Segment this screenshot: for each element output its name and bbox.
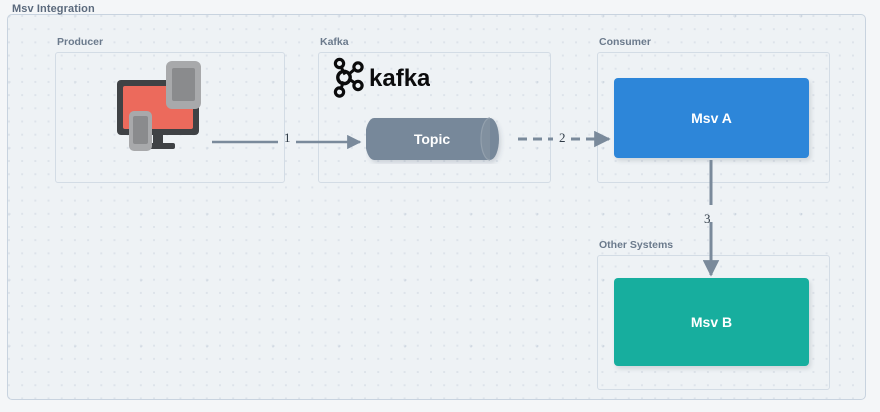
multi-device-icon — [113, 59, 218, 159]
group-kafka-label: Kafka — [320, 36, 349, 48]
group-producer[interactable]: Producer — [55, 36, 285, 183]
group-consumer-label: Consumer — [599, 36, 651, 48]
kafka-wordmark: kafka — [369, 65, 430, 92]
group-other-systems-body — [597, 255, 830, 390]
node-msv-b-label: Msv B — [690, 314, 733, 330]
group-other-systems[interactable]: Other Systems — [597, 239, 830, 390]
node-topic[interactable]: Topic — [366, 114, 512, 164]
kafka-logo-icon: kafka — [330, 57, 431, 99]
group-producer-body — [55, 52, 285, 183]
group-consumer-body — [597, 52, 830, 183]
connector-2-label: 2 — [559, 130, 566, 145]
node-msv-a-label: Msv A — [691, 110, 732, 126]
connector-3-label: 3 — [704, 211, 711, 226]
connector-1-label: 1 — [284, 130, 291, 145]
node-msv-a[interactable]: Msv A — [614, 78, 809, 158]
node-msv-b[interactable]: Msv B — [614, 278, 809, 366]
group-consumer[interactable]: Consumer — [597, 36, 830, 183]
group-producer-label: Producer — [57, 36, 104, 48]
diagram-title: Msv Integration — [12, 3, 95, 15]
group-kafka-body — [318, 52, 551, 183]
group-kafka[interactable]: Kafka — [318, 36, 551, 183]
group-other-systems-label: Other Systems — [599, 239, 674, 251]
